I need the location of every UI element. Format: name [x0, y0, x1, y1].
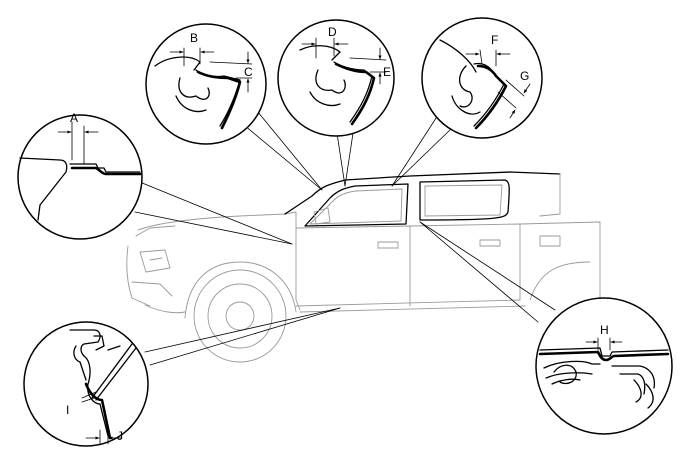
- callout-a: A: [17, 111, 143, 240]
- callout-h: H: [535, 297, 673, 435]
- pickup-truck-illustration: [126, 171, 601, 363]
- callout-d-e: D E: [277, 19, 395, 137]
- label-j: J: [117, 429, 123, 443]
- label-e: E: [383, 65, 391, 79]
- label-a: A: [70, 111, 78, 125]
- callout-leader-lines: [124, 99, 556, 366]
- label-i: I: [66, 403, 69, 417]
- label-b: B: [190, 31, 198, 45]
- label-c: C: [244, 65, 253, 79]
- callout-i-j: I J: [23, 321, 149, 447]
- label-h: H: [600, 323, 609, 337]
- label-d: D: [328, 25, 337, 39]
- label-f: F: [491, 33, 498, 47]
- callout-b-c: B C: [145, 23, 267, 145]
- callout-f-g: F G: [421, 17, 543, 139]
- label-g: G: [520, 69, 529, 83]
